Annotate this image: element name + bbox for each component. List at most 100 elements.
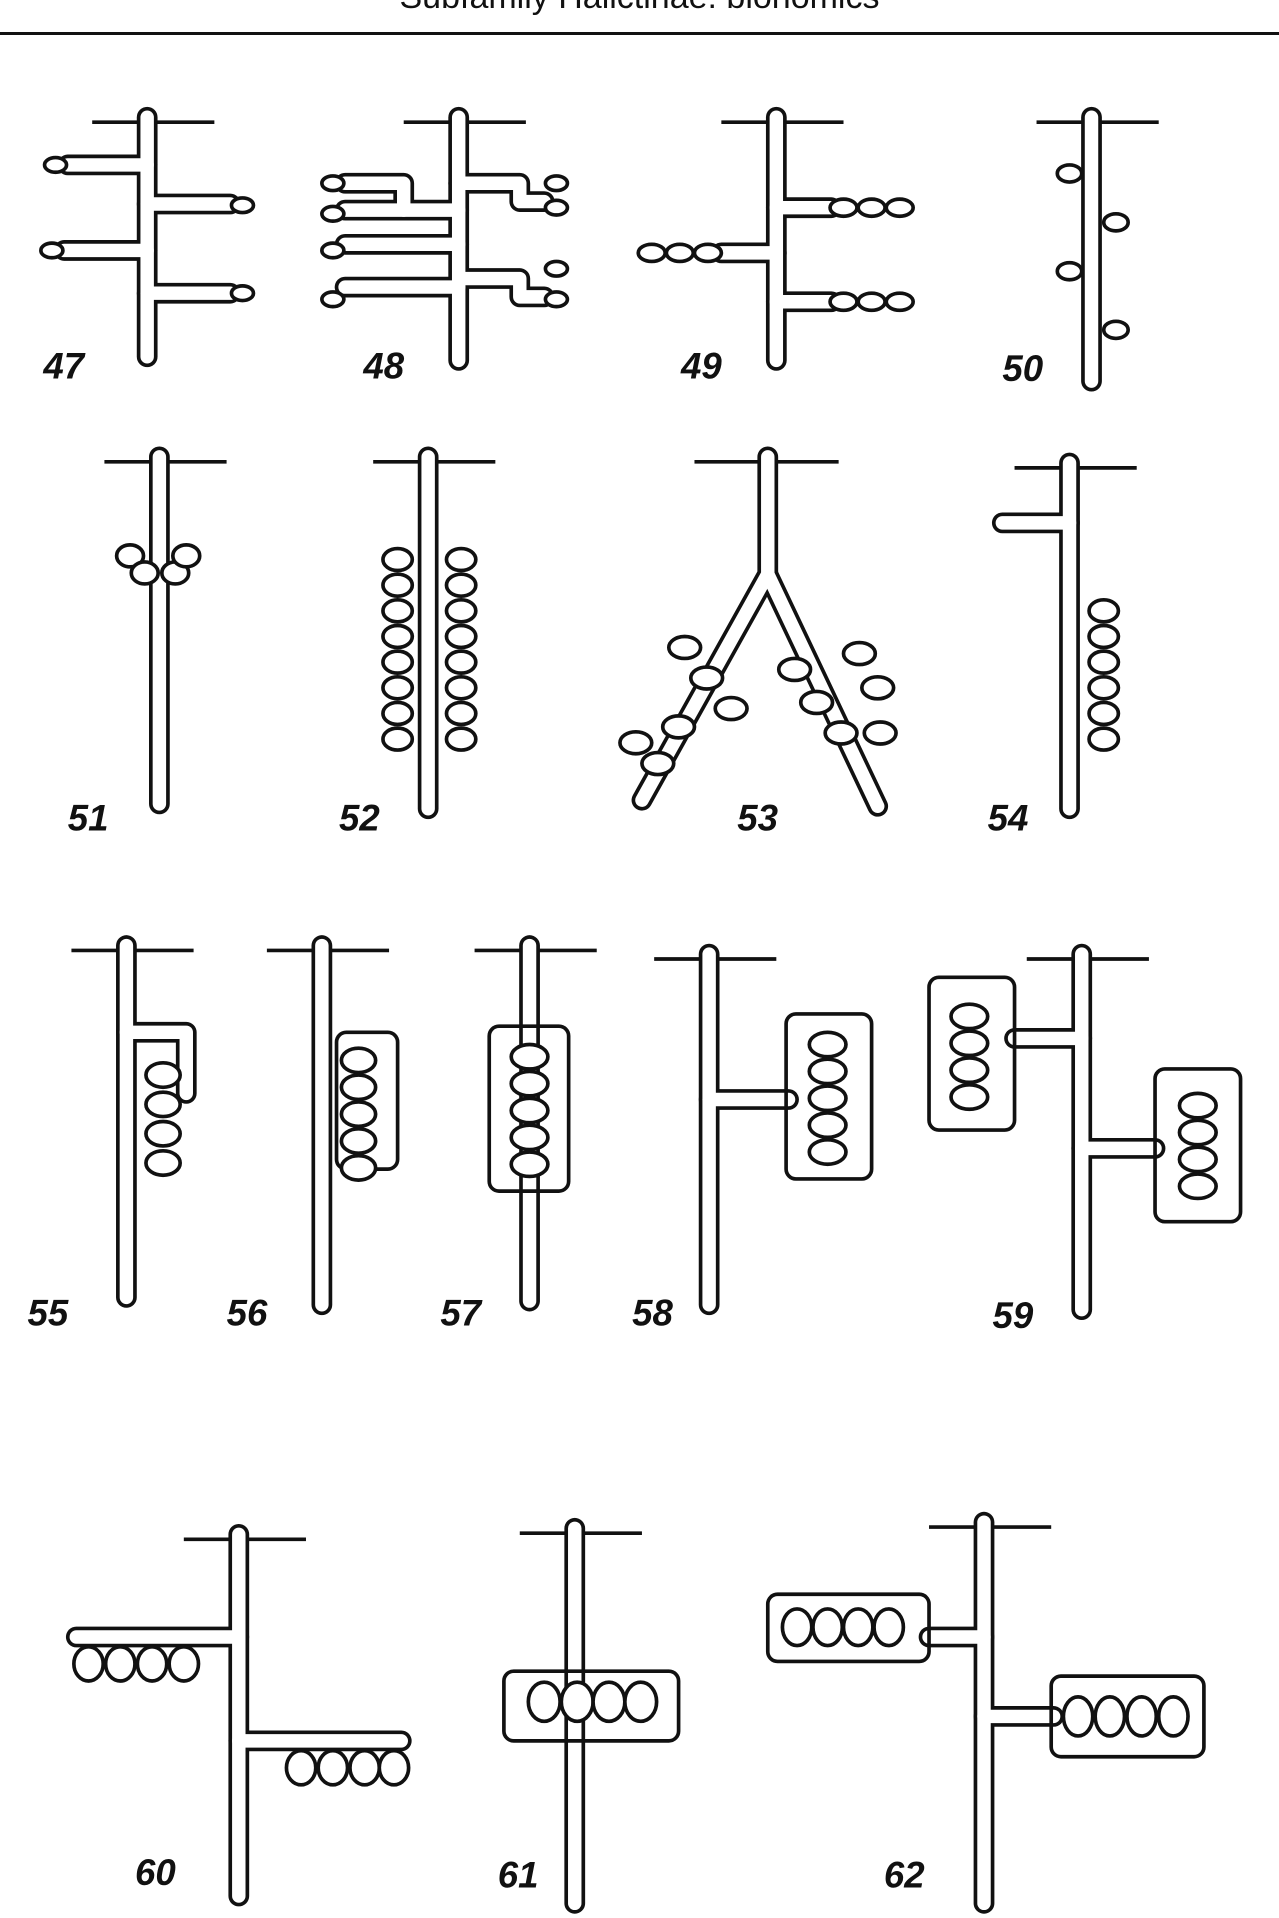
brood-cell bbox=[381, 572, 415, 599]
brood-cell bbox=[509, 1042, 550, 1071]
brood-cell bbox=[444, 546, 478, 573]
brood-cell bbox=[114, 543, 146, 569]
brood-cell bbox=[884, 291, 915, 313]
branched-burrow-lumen bbox=[761, 567, 885, 814]
brood-cell bbox=[636, 242, 667, 264]
brood-cell bbox=[339, 1073, 378, 1102]
brood-cell bbox=[1101, 319, 1130, 341]
figure-number-55: 55 bbox=[27, 1292, 68, 1333]
brood-cell bbox=[543, 174, 570, 193]
brood-cell bbox=[381, 598, 415, 624]
brood-cell bbox=[1101, 211, 1130, 233]
brood-cell bbox=[860, 674, 896, 701]
figure-number-57: 57 bbox=[440, 1292, 482, 1333]
brood-cell bbox=[1177, 1118, 1218, 1147]
brood-cell bbox=[780, 1607, 814, 1648]
figure-number-50: 50 bbox=[1002, 348, 1043, 389]
brood-cell bbox=[807, 1057, 848, 1086]
brood-cell bbox=[1177, 1091, 1218, 1120]
burrow-tunnel-lumen bbox=[338, 176, 466, 217]
cell-cluster-chamber bbox=[765, 1592, 931, 1664]
brood-cell bbox=[862, 720, 898, 746]
brood-cell bbox=[444, 623, 478, 650]
brood-cell bbox=[776, 656, 813, 683]
brood-cell bbox=[348, 1748, 382, 1787]
brood-cell bbox=[884, 197, 915, 219]
figure-number-61: 61 bbox=[498, 1854, 539, 1895]
brood-cell bbox=[1087, 623, 1121, 650]
brood-cell bbox=[144, 1119, 182, 1148]
cell-cluster-chamber bbox=[502, 1669, 681, 1743]
brood-cell bbox=[316, 1748, 350, 1787]
page-header-title: Subfamily Halictinae: bionomics bbox=[0, 0, 1279, 17]
brood-cell bbox=[381, 546, 415, 573]
brood-cell bbox=[623, 1680, 659, 1724]
brood-cell bbox=[444, 700, 478, 727]
brood-cell bbox=[660, 714, 697, 740]
brood-cell bbox=[320, 241, 346, 260]
brood-cell bbox=[167, 1644, 201, 1683]
brood-cell bbox=[1055, 260, 1084, 282]
brood-cell bbox=[444, 649, 478, 675]
brood-cell bbox=[1087, 649, 1121, 675]
brood-cell bbox=[103, 1644, 137, 1683]
brood-cell bbox=[828, 291, 859, 313]
brood-cell bbox=[856, 197, 887, 219]
brood-cell bbox=[828, 197, 859, 219]
brood-cell bbox=[841, 1607, 875, 1648]
cell-cluster-chamber bbox=[784, 1012, 874, 1181]
figure-number-58: 58 bbox=[632, 1292, 673, 1333]
burrow-tunnel-lumen bbox=[451, 271, 551, 304]
brood-cell bbox=[444, 598, 478, 624]
brood-cell bbox=[543, 198, 570, 217]
brood-cell bbox=[559, 1680, 595, 1724]
brood-cell bbox=[618, 729, 654, 756]
brood-cell bbox=[144, 1061, 182, 1090]
brood-cell bbox=[320, 290, 346, 309]
cell-cluster-chamber bbox=[487, 1024, 571, 1193]
brood-cell bbox=[509, 1096, 550, 1125]
brood-cell bbox=[949, 1082, 990, 1112]
figure-number-59: 59 bbox=[993, 1295, 1034, 1336]
brood-cell bbox=[823, 720, 859, 746]
brood-cell bbox=[807, 1137, 848, 1167]
brood-cell bbox=[320, 174, 346, 193]
branched-burrow bbox=[631, 446, 779, 811]
brood-cell bbox=[381, 700, 415, 727]
brood-cell bbox=[807, 1111, 848, 1140]
brood-cell bbox=[640, 750, 676, 777]
figure-number-53: 53 bbox=[737, 798, 778, 839]
brood-cell bbox=[444, 674, 478, 701]
brood-cell bbox=[664, 242, 696, 264]
brood-cell bbox=[526, 1680, 562, 1724]
brood-cell bbox=[1156, 1695, 1190, 1738]
figure-number-52: 52 bbox=[339, 798, 380, 839]
cell-cluster-chamber bbox=[1153, 1067, 1243, 1224]
figure-number-62: 62 bbox=[884, 1854, 925, 1895]
figure-number-49: 49 bbox=[680, 346, 722, 387]
brood-cell bbox=[229, 196, 256, 215]
brood-cell bbox=[1087, 700, 1121, 727]
brood-cell bbox=[377, 1748, 411, 1787]
brood-cell bbox=[42, 155, 69, 175]
brood-cell bbox=[713, 695, 749, 722]
brood-cell bbox=[320, 204, 346, 223]
brood-cell bbox=[543, 259, 570, 278]
brood-cell bbox=[688, 665, 725, 691]
brood-cell bbox=[872, 1607, 906, 1648]
header-rule bbox=[0, 32, 1279, 35]
brood-cell bbox=[381, 674, 415, 701]
cell-cluster-chamber bbox=[927, 975, 1017, 1132]
brood-cell bbox=[339, 1100, 378, 1129]
brood-cell bbox=[1125, 1695, 1159, 1738]
brood-cell bbox=[381, 726, 415, 752]
brood-cell bbox=[129, 560, 161, 586]
brood-cell bbox=[135, 1644, 169, 1683]
brood-cell bbox=[949, 1056, 990, 1085]
brood-cell bbox=[509, 1123, 550, 1152]
brood-cell bbox=[692, 242, 724, 264]
brood-cell bbox=[72, 1644, 106, 1683]
brood-cell bbox=[144, 1090, 182, 1119]
brood-cell bbox=[381, 649, 415, 675]
figure-number-47: 47 bbox=[42, 346, 85, 387]
